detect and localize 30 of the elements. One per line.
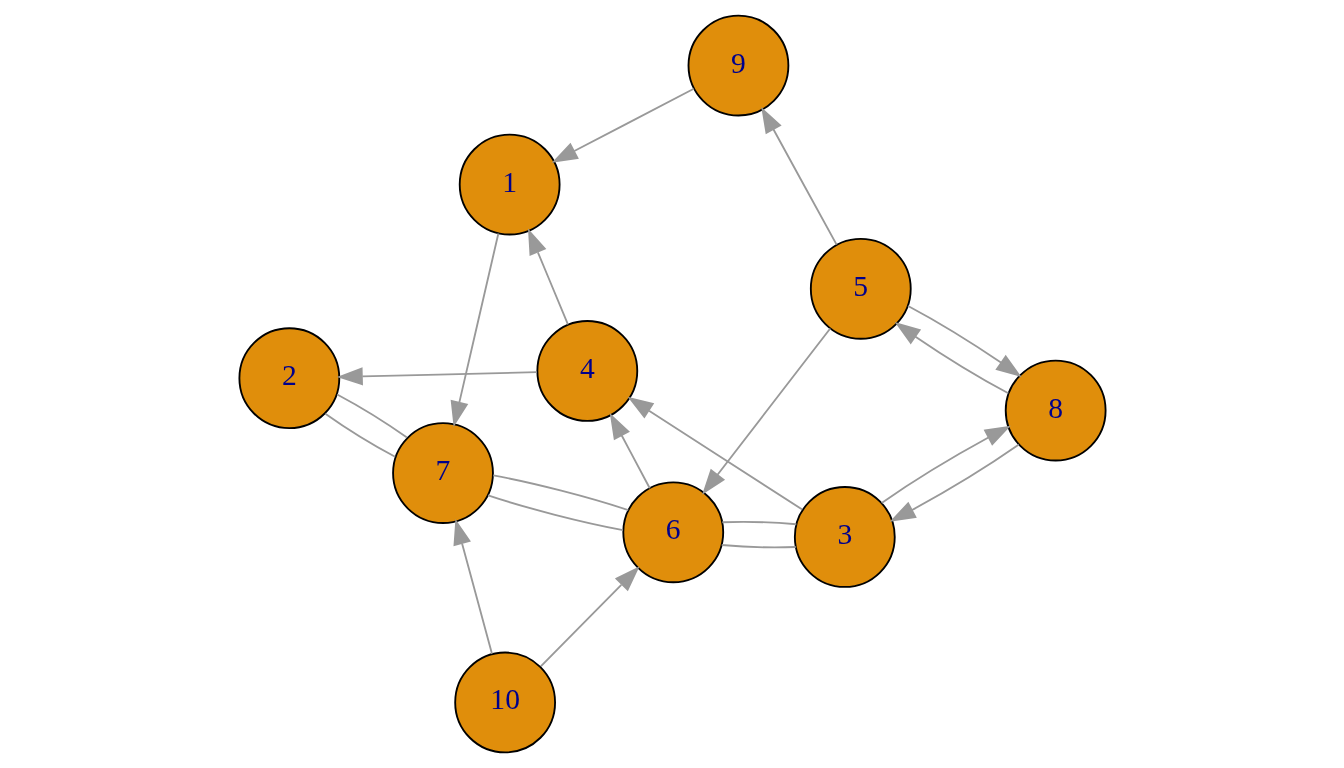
arrow xyxy=(627,396,803,511)
arrow xyxy=(527,228,569,326)
arrow xyxy=(760,107,838,246)
arrow xyxy=(539,566,640,668)
connector xyxy=(720,544,797,549)
connector xyxy=(486,494,624,531)
arrow xyxy=(609,413,651,490)
connector xyxy=(720,521,797,526)
arrow xyxy=(452,518,493,655)
arrow xyxy=(701,327,831,495)
node-circle: 3 xyxy=(793,486,896,588)
arrow xyxy=(889,443,1020,522)
connector xyxy=(491,474,629,511)
arrow xyxy=(450,232,499,428)
node-circle: 4 xyxy=(535,320,638,422)
arrow xyxy=(551,87,695,163)
node-circle: 6 xyxy=(621,481,724,584)
connector xyxy=(323,412,396,458)
connector xyxy=(335,393,408,439)
node-circle: 10 xyxy=(453,651,556,754)
node-circle: 5 xyxy=(809,237,912,340)
node-circle: 1 xyxy=(458,133,561,236)
node-circle: 7 xyxy=(391,422,494,524)
node-circle: 2 xyxy=(237,327,340,430)
node-circle: 9 xyxy=(687,14,789,117)
arrow xyxy=(894,322,1009,395)
arrow xyxy=(336,367,538,386)
arrow xyxy=(880,425,1011,504)
arrow xyxy=(906,305,1022,378)
node-circle: 8 xyxy=(1004,359,1107,462)
